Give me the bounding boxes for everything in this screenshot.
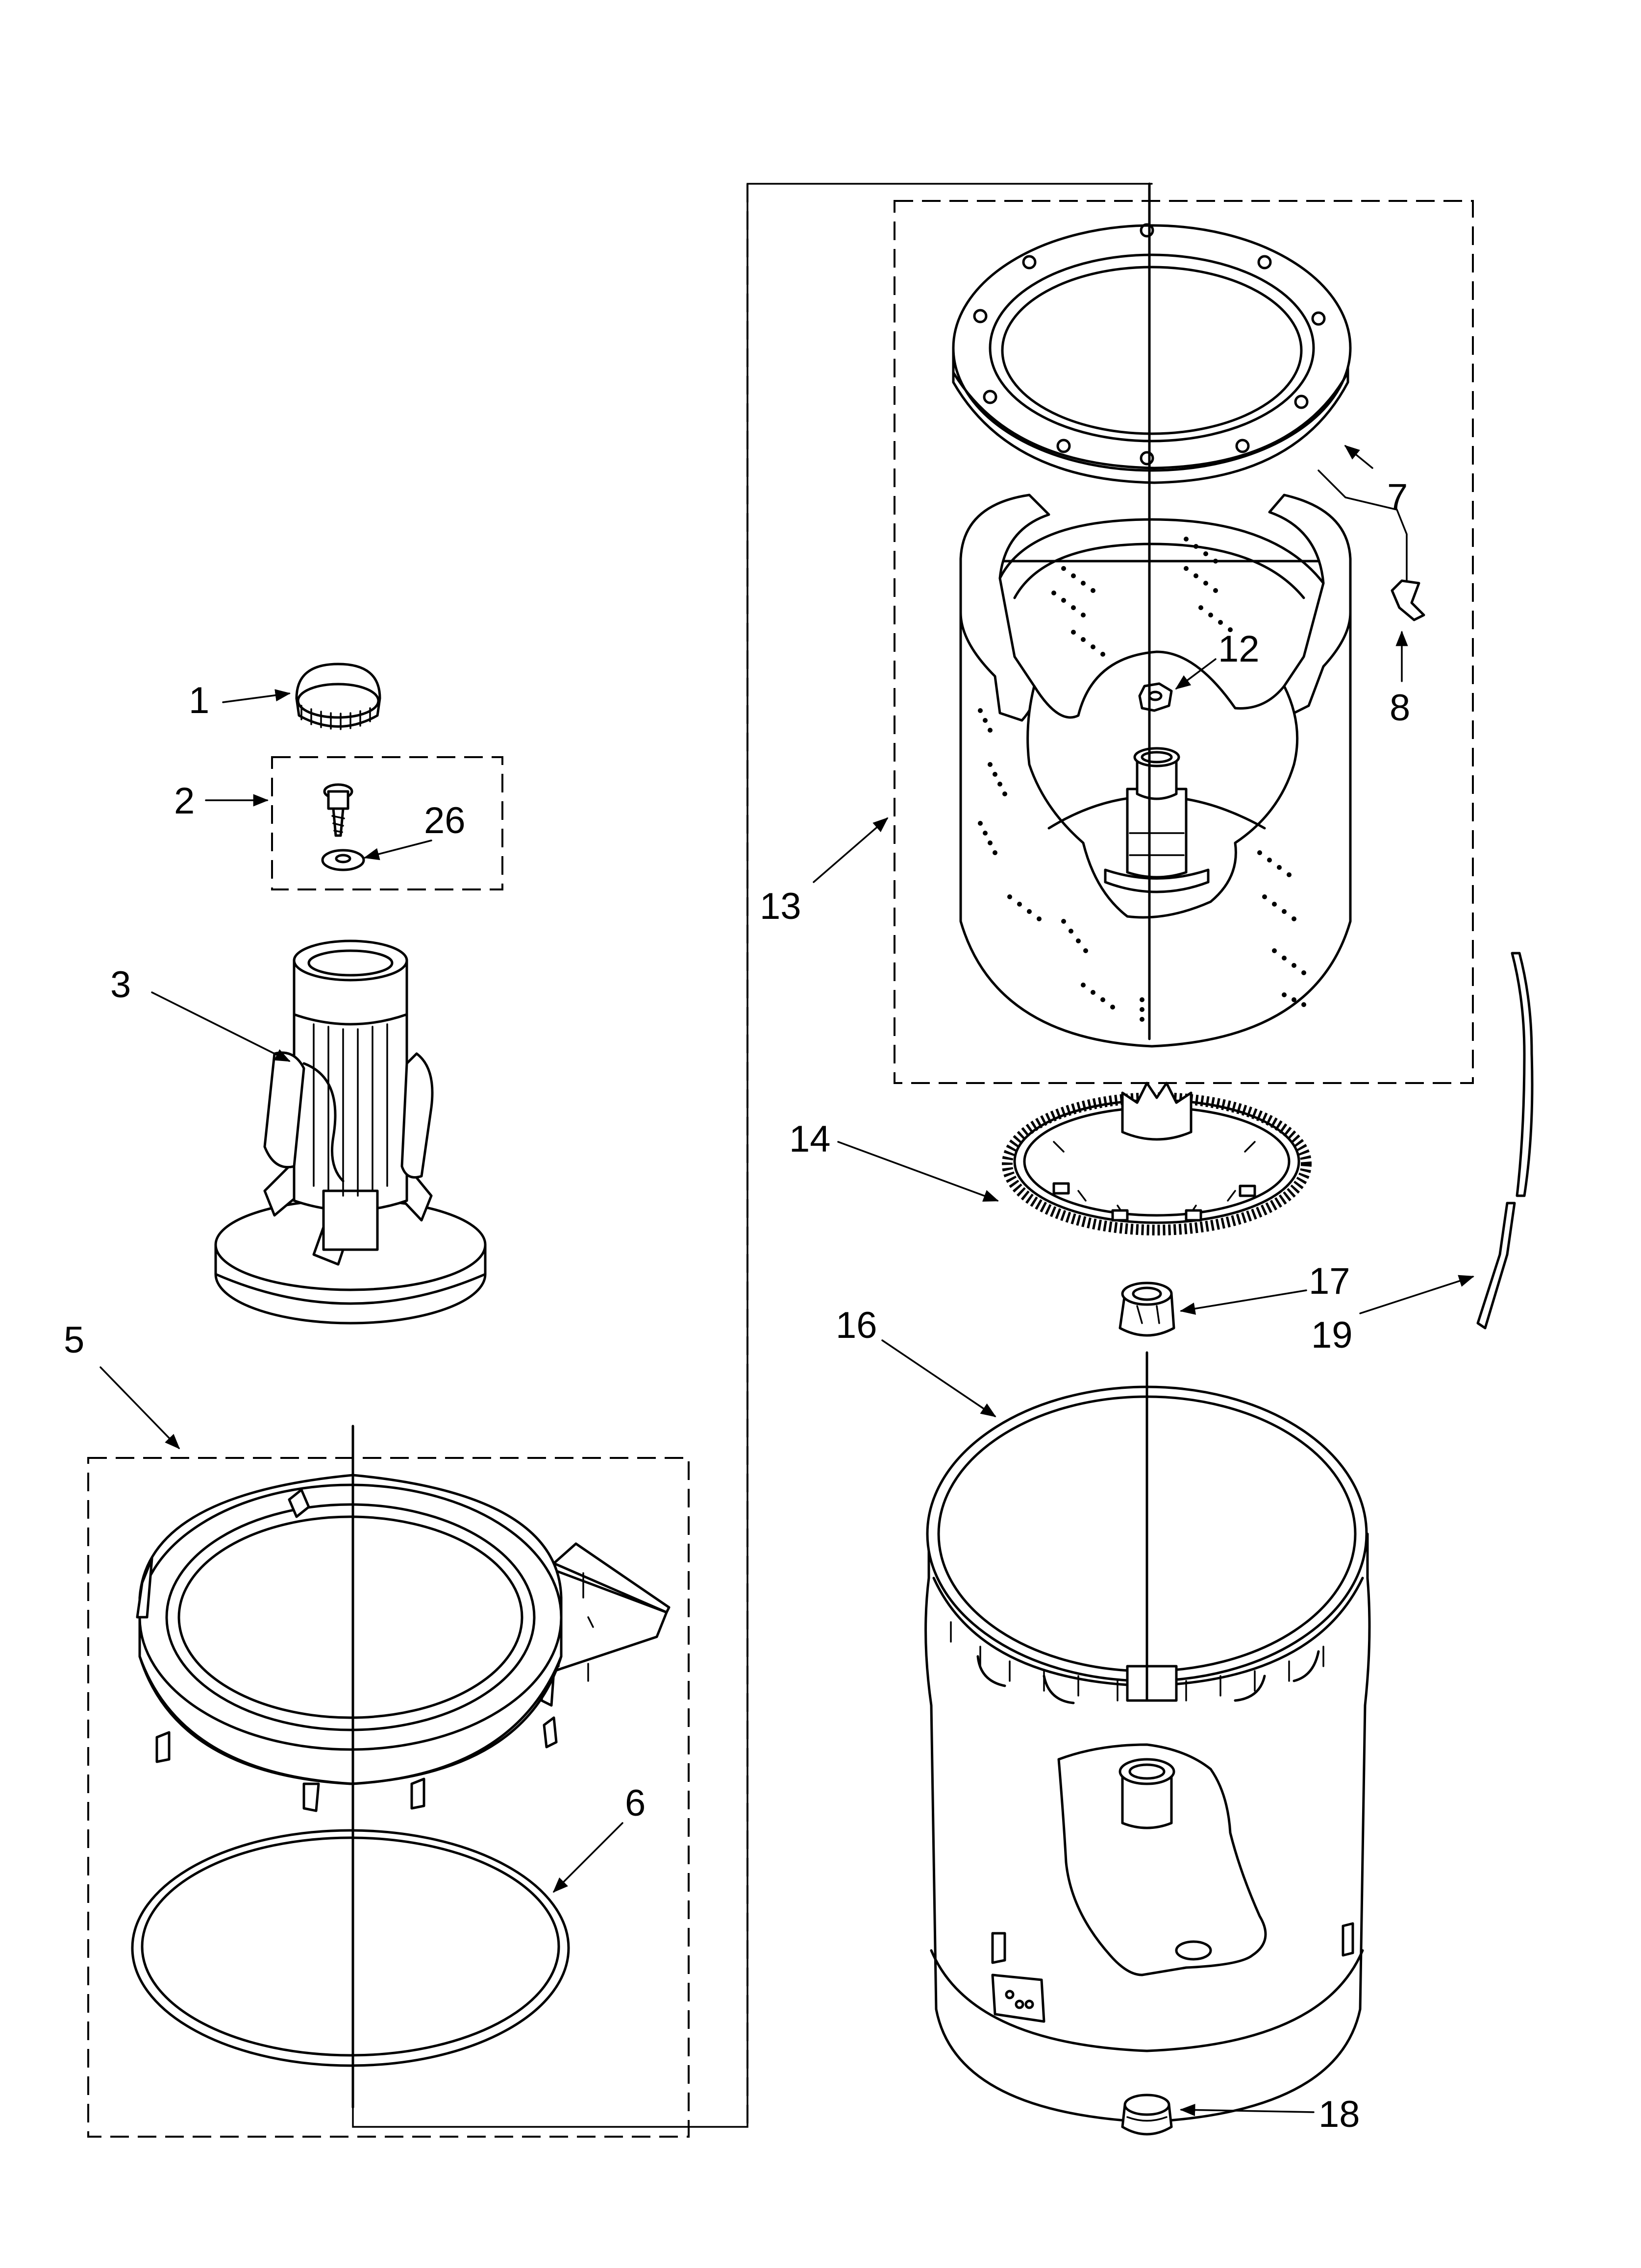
group-box-part-5 (87, 1457, 690, 2138)
callout-19: 19 (1311, 1314, 1353, 1356)
part-6-seal-ring (131, 1829, 570, 2067)
part-3-agitator (214, 939, 487, 1325)
callout-labels: 1 2 3 5 6 7 8 12 13 14 16 17 18 19 26 (64, 476, 1410, 2135)
arrow-3 (151, 991, 291, 1062)
callout-16: 16 (836, 1305, 877, 1346)
part-13-basket (959, 493, 1352, 1048)
arrow-13 (813, 817, 889, 883)
part-7-balance-ring (952, 223, 1352, 484)
basket-perforations (978, 537, 1306, 1022)
callout-8: 8 (1390, 687, 1410, 729)
arrow-17 (1179, 1289, 1307, 1315)
part-26-washer (321, 849, 365, 871)
part-19-hose (1476, 952, 1534, 1330)
part-12-nut (1138, 682, 1173, 712)
callout-18: 18 (1318, 2094, 1360, 2135)
group-box-part-2 (271, 756, 503, 890)
callout-14: 14 (789, 1118, 831, 1160)
part-18-drain-plug (1121, 2094, 1173, 2136)
arrow-5 (99, 1366, 180, 1450)
callout-7: 7 (1387, 476, 1408, 518)
callout-6: 6 (625, 1782, 646, 1824)
part-16-outer-tub (924, 1385, 1371, 2123)
arrow-12 (1175, 658, 1217, 690)
part-1-agitator-cap (295, 663, 381, 730)
part-5-tub-ring (136, 1474, 671, 1812)
arrow-19 (1359, 1275, 1474, 1314)
arrow-6 (552, 1822, 623, 1893)
arrow-18 (1179, 2103, 1315, 2117)
arrow-7 (1344, 445, 1373, 469)
arrow-1 (222, 689, 291, 703)
callout-2: 2 (174, 780, 195, 822)
arrow-14 (837, 1141, 999, 1202)
part-14-filter-ring (1002, 1082, 1312, 1235)
leader-arrows (99, 445, 1474, 2117)
callout-26: 26 (424, 800, 466, 841)
part-2-bolt (323, 783, 353, 837)
arrow-26 (363, 839, 432, 861)
callout-3: 3 (110, 964, 131, 1006)
part-8-clip (1318, 469, 1425, 621)
callout-13: 13 (760, 886, 801, 927)
part-17-coupling (1119, 1282, 1175, 1337)
group-box-part-13 (894, 200, 1474, 1084)
callout-17: 17 (1309, 1260, 1350, 1302)
arrow-16 (881, 1339, 996, 1417)
callout-5: 5 (64, 1319, 84, 1361)
callout-12: 12 (1218, 628, 1260, 670)
callout-1: 1 (189, 680, 209, 721)
assembly-link-line (352, 183, 1153, 2128)
